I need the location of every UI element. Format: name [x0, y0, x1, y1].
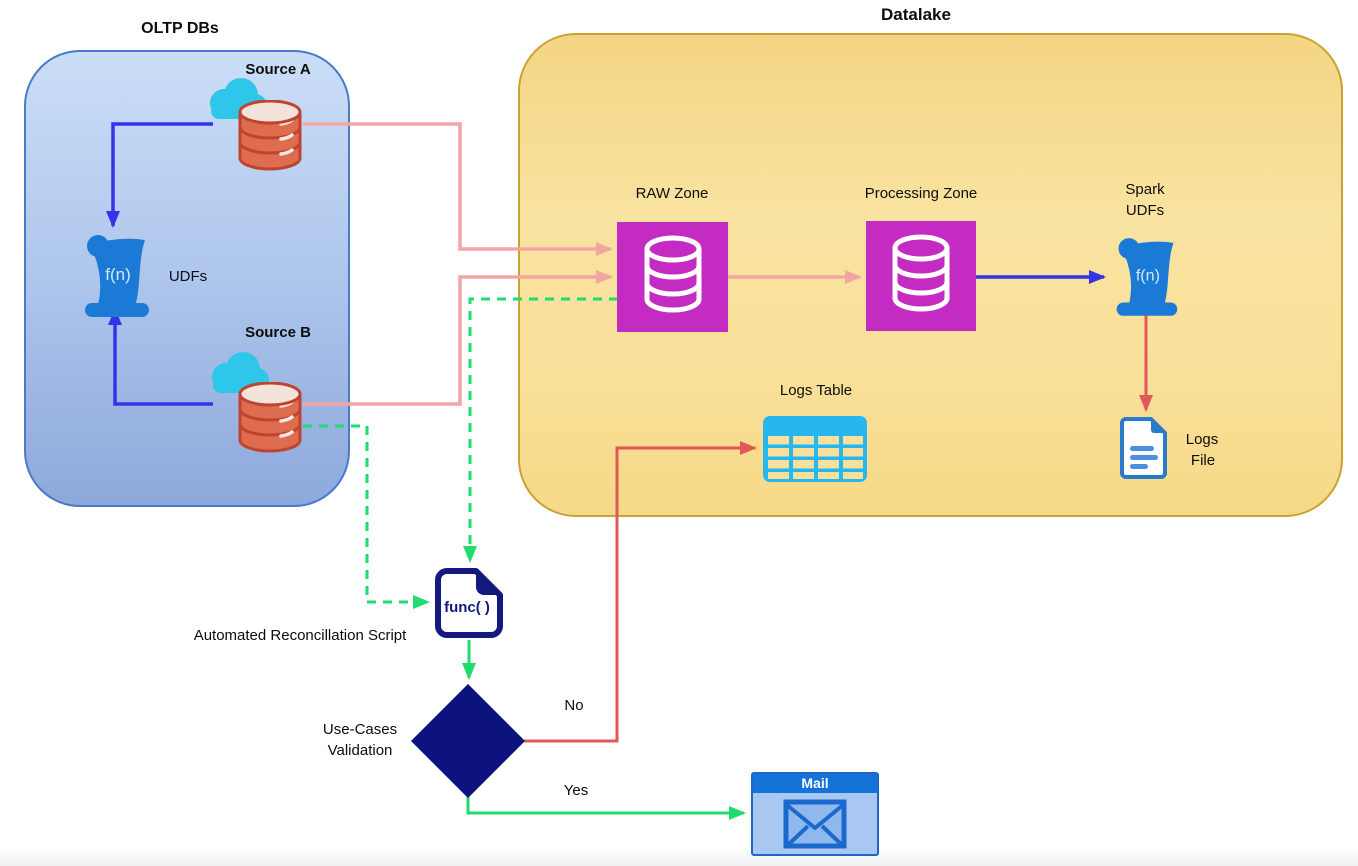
decision-yes-label: Yes: [563, 782, 589, 799]
logs-table-icon: [762, 415, 868, 483]
raw-zone-label: RAW Zone: [635, 185, 709, 202]
mail-widget: Mail: [751, 772, 879, 856]
raw-zone-block: [617, 222, 728, 332]
mail-body: [753, 793, 877, 854]
white-database-icon: [644, 235, 701, 313]
decision-label-line2: Validation: [327, 742, 393, 759]
oltp-title: OLTP DBs: [141, 20, 219, 37]
spark-udfs-label-line1: Spark: [1125, 181, 1165, 198]
spark-udfs-scroll-icon: f(n): [1110, 236, 1182, 316]
decision-no-label: No: [564, 697, 584, 714]
source-b-label: Source B: [245, 324, 311, 341]
database-icon: [237, 100, 303, 172]
func-script-icon: func( ): [434, 567, 504, 639]
udfs-scroll-icon: f(n): [78, 233, 154, 317]
func-text: func( ): [444, 599, 490, 616]
processing-zone-label: Processing Zone: [864, 185, 978, 202]
udfs-fn-text: f(n): [105, 265, 131, 284]
spark-fn-text: f(n): [1136, 267, 1160, 285]
white-database-icon: [892, 234, 950, 312]
source-a-label: Source A: [245, 61, 311, 78]
logs-table-label: Logs Table: [779, 382, 853, 399]
datalake-title: Datalake: [881, 5, 951, 24]
udfs-label: UDFs: [168, 268, 208, 285]
decision-diamond: [410, 683, 526, 799]
connector-decision-yes-to-mail: [466, 797, 746, 820]
decision-label-line1: Use-Cases: [322, 721, 398, 738]
envelope-icon: [783, 799, 847, 848]
logs-file-label-line1: Logs: [1185, 431, 1219, 448]
logs-file-icon: [1118, 416, 1170, 480]
logs-file-label-line2: File: [1190, 452, 1216, 469]
processing-zone-block: [866, 221, 976, 331]
script-label: Automated Reconcillation Script: [193, 627, 407, 644]
database-icon: [237, 382, 303, 454]
spark-udfs-label-line2: UDFs: [1125, 202, 1165, 219]
mail-title: Mail: [753, 774, 877, 793]
page-bottom-edge: [0, 845, 1358, 866]
